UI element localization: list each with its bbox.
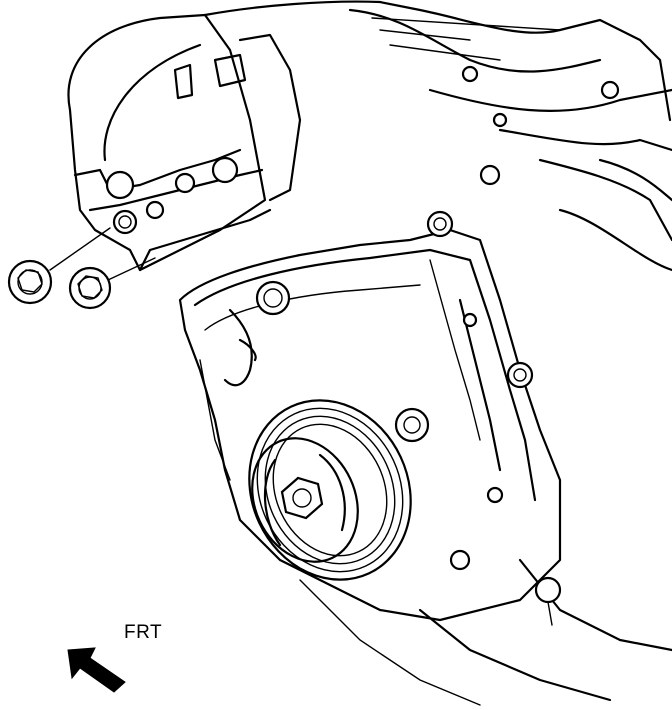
cover-bolt-upper	[255, 280, 291, 316]
crankshaft-balancer	[248, 399, 412, 581]
front-cover	[178, 228, 672, 706]
cylinder-head	[67, 13, 302, 272]
cover-bolts	[255, 164, 562, 626]
removed-bolt-1	[7, 259, 53, 305]
cover-bolt-lower	[534, 576, 562, 626]
cover-bolt-center	[394, 407, 430, 443]
crankshaft-bolt	[280, 476, 324, 520]
removed-bolt-2	[68, 266, 112, 310]
cover-bolt-side	[506, 361, 534, 389]
cover-bolt-right	[426, 210, 454, 238]
front-direction-label: FRT	[124, 622, 163, 643]
engine-block-background	[203, 0, 672, 272]
removed-bolts	[7, 227, 156, 310]
front-direction-arrow-icon	[67, 647, 126, 693]
